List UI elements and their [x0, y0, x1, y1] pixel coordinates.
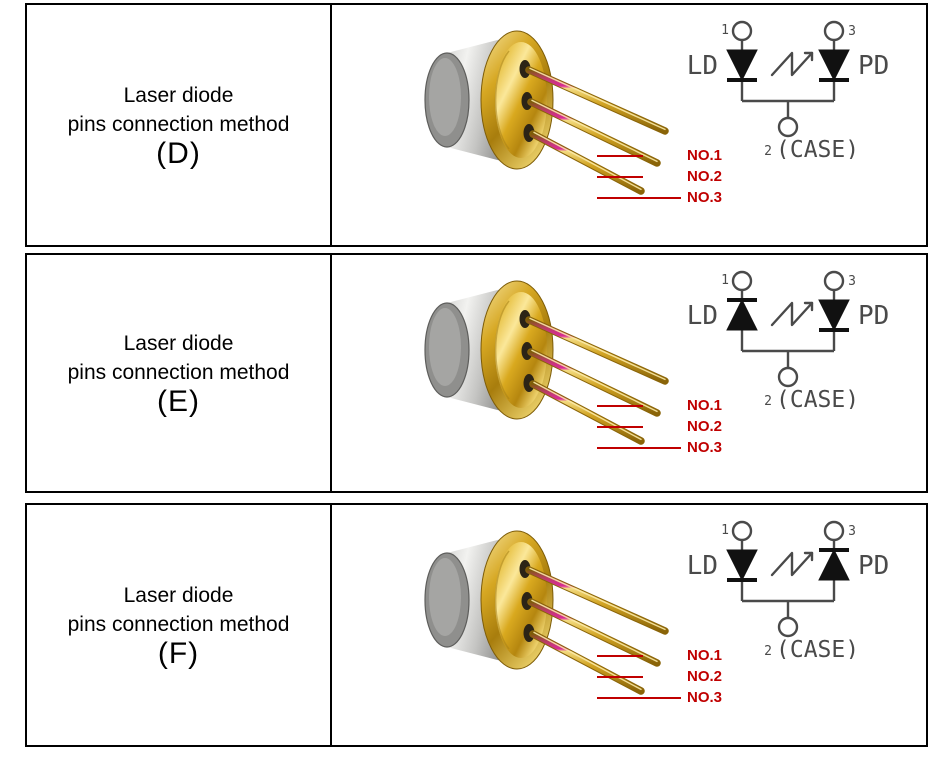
callout-label: NO.1 [687, 147, 723, 164]
callout-label: NO.3 [687, 189, 723, 206]
pin-callout-row: NO.2 [597, 416, 747, 437]
to-can-laser-diode-photo [417, 263, 717, 483]
callout-label: NO.1 [687, 647, 723, 664]
pin-callout-row: NO.3 [597, 187, 747, 208]
pin-connection-schematic-d: LD PD 1 3 2 (CASE) [674, 9, 914, 159]
callout-leader-line [597, 196, 681, 199]
callout-label: NO.3 [687, 689, 723, 706]
variant-letter: (E) [157, 385, 200, 419]
variant-letter: (D) [156, 137, 201, 171]
svg-text:2: 2 [764, 394, 772, 409]
variant-title-line2: pins connection method [67, 612, 290, 636]
pin-connection-schematic-f: LD PD 1 3 2 (CASE) [674, 509, 914, 659]
svg-text:1: 1 [721, 23, 729, 38]
variant-title-line2: pins connection method [67, 360, 290, 384]
svg-text:LD: LD [687, 51, 718, 81]
svg-text:PD: PD [858, 51, 889, 81]
callout-label: NO.1 [687, 397, 723, 414]
variant-table-d: Laser diode pins connection method (D) N… [25, 3, 928, 247]
pin-callout-row: NO.1 [597, 145, 747, 166]
pin-callout-row: NO.2 [597, 166, 747, 187]
svg-text:(CASE): (CASE) [776, 137, 859, 159]
svg-text:3: 3 [848, 24, 856, 39]
svg-text:PD: PD [858, 551, 889, 581]
pin-callout-row: NO.1 [597, 645, 747, 666]
callout-leader-line [597, 404, 643, 407]
variant-letter: (F) [157, 637, 200, 671]
variant-title-line1: Laser diode [123, 332, 234, 356]
variant-title-line1: Laser diode [123, 84, 234, 108]
svg-text:2: 2 [764, 144, 772, 159]
variant-table-f: Laser diode pins connection method (F) N… [25, 503, 928, 747]
callout-leader-line [597, 696, 681, 699]
pin-callout-row: NO.3 [597, 687, 747, 708]
svg-text:3: 3 [848, 274, 856, 289]
svg-text:LD: LD [687, 551, 718, 581]
label-cell-e: Laser diode pins connection method (E) [27, 255, 332, 491]
svg-text:(CASE): (CASE) [776, 637, 859, 659]
pin-connection-schematic-e: LD PD 1 3 2 (CASE) [674, 259, 914, 409]
pin-callout-row: NO.2 [597, 666, 747, 687]
callout-leader-line [597, 154, 643, 157]
variant-table-e: Laser diode pins connection method (E) N… [25, 253, 928, 493]
svg-text:3: 3 [848, 524, 856, 539]
svg-text:(CASE): (CASE) [776, 387, 859, 409]
variant-title-line1: Laser diode [123, 584, 234, 608]
pin-callout-row: NO.3 [597, 437, 747, 458]
variant-title-line2: pins connection method [67, 112, 290, 136]
svg-text:2: 2 [764, 644, 772, 659]
callout-label: NO.2 [687, 168, 723, 185]
svg-text:LD: LD [687, 301, 718, 331]
label-cell-f: Laser diode pins connection method (F) [27, 505, 332, 745]
svg-text:1: 1 [721, 523, 729, 538]
label-cell-d: Laser diode pins connection method (D) [27, 5, 332, 245]
callout-label: NO.2 [687, 418, 723, 435]
callout-label: NO.2 [687, 668, 723, 685]
to-can-laser-diode-photo [417, 13, 717, 233]
callout-leader-line [597, 446, 681, 449]
svg-text:PD: PD [858, 301, 889, 331]
svg-text:1: 1 [721, 273, 729, 288]
callout-leader-line [597, 425, 643, 428]
to-can-laser-diode-photo [417, 513, 717, 733]
callout-leader-line [597, 675, 643, 678]
pin-callout-row: NO.1 [597, 395, 747, 416]
callout-leader-line [597, 654, 643, 657]
callout-leader-line [597, 175, 643, 178]
callout-label: NO.3 [687, 439, 723, 456]
